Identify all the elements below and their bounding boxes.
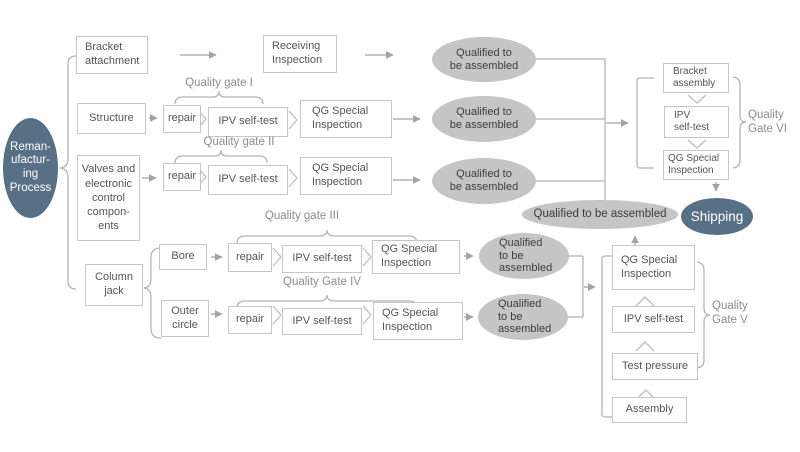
qualified-ellipse-5: Qualified to be assembled: [478, 294, 568, 340]
source-split-brace: [59, 55, 77, 290]
chevron-right-icon: [272, 305, 282, 325]
chevron-up-icon: [635, 341, 655, 352]
gate6-right-brace: [732, 76, 747, 169]
node-bracket-attachment: Bracket attachment: [76, 36, 148, 74]
chevron-right-icon: [362, 247, 372, 267]
node-qg-special-outer: QG Special Inspection: [373, 302, 463, 340]
node-qg-special-valves: QG Special Inspection: [300, 157, 392, 195]
shipping-node: Shipping: [681, 198, 753, 235]
node-ipv-gate5: IPV self-test: [612, 306, 695, 333]
chevron-up-icon: [636, 389, 656, 400]
node-repair-bore: repair: [228, 243, 272, 272]
node-column-jack: Column jack: [85, 264, 143, 306]
node-outer-circle: Outer circle: [161, 300, 209, 337]
node-ipv-structure: IPV self-test: [208, 107, 288, 137]
gate1-overbrace: [174, 90, 264, 105]
gate6-left-bracket: [636, 77, 654, 169]
chevron-down-icon: [687, 94, 707, 104]
node-valves: Valves and electronic control compon- en…: [77, 155, 140, 241]
remanufacturing-process-node: Reman- ufactur- ing Process: [3, 118, 58, 218]
node-structure: Structure: [77, 103, 146, 134]
label-quality-gate-1: Quality gate I: [185, 77, 253, 89]
node-ipv-valves: IPV self-test: [208, 165, 288, 195]
node-bracket-assembly: Bracket assembly: [663, 63, 729, 93]
node-assembly: Assembly: [612, 397, 687, 423]
node-receiving-inspection: Receiving Inspection: [263, 35, 337, 73]
node-qg-special-bore: QG Special Inspection: [372, 240, 460, 274]
chevron-right-icon: [288, 168, 298, 188]
label-quality-gate-4: Quality Gate IV: [283, 276, 361, 288]
node-qg-special-structure: QG Special Inspection: [300, 100, 392, 138]
label-quality-gate-6: Quality Gate VI: [748, 109, 787, 135]
node-ipv-outer: IPV self-test: [282, 308, 362, 335]
gate5-left-bracket: [601, 255, 612, 418]
chevron-right-icon: [288, 110, 298, 130]
node-ipv-bore: IPV self-test: [282, 245, 362, 273]
node-bore: Bore: [159, 244, 207, 270]
label-quality-gate-3: Quality gate III: [264, 210, 340, 222]
gate5-right-brace: [696, 261, 711, 369]
qualified-ellipse-2: Qualified to be assembled: [432, 96, 536, 142]
label-quality-gate-5: Quality Gate V: [712, 300, 748, 326]
gate2-overbrace: [174, 149, 268, 164]
node-repair-outer: repair: [228, 306, 272, 334]
node-repair-structure: repair: [163, 105, 201, 133]
qualified-ellipse-1: Qualified to be assembled: [432, 37, 536, 82]
chevron-right-icon: [362, 305, 372, 325]
qualified-ellipse-wide: Qualified to be assembled: [522, 200, 678, 229]
gate4-overbrace: [236, 294, 418, 309]
node-repair-valves: repair: [163, 163, 201, 191]
column-jack-split-brace: [143, 247, 162, 339]
node-qg-special-gate5: QG Special Inspection: [612, 245, 695, 290]
gate3-overbrace: [236, 229, 418, 245]
node-qg-special-gate6: QG Special Inspection: [663, 150, 729, 180]
node-test-pressure: Test pressure: [612, 353, 698, 380]
label-quality-gate-2: Quality gate II: [203, 136, 275, 148]
node-ipv-gate6: IPV self-test: [664, 106, 729, 138]
qualified-ellipse-3: Qualified to be assembled: [432, 158, 536, 204]
qualified-ellipse-4: Qualified to be assembled: [479, 233, 569, 279]
chevron-down-icon: [687, 139, 707, 149]
chevron-right-icon: [272, 247, 282, 267]
chevron-up-icon: [635, 296, 655, 307]
